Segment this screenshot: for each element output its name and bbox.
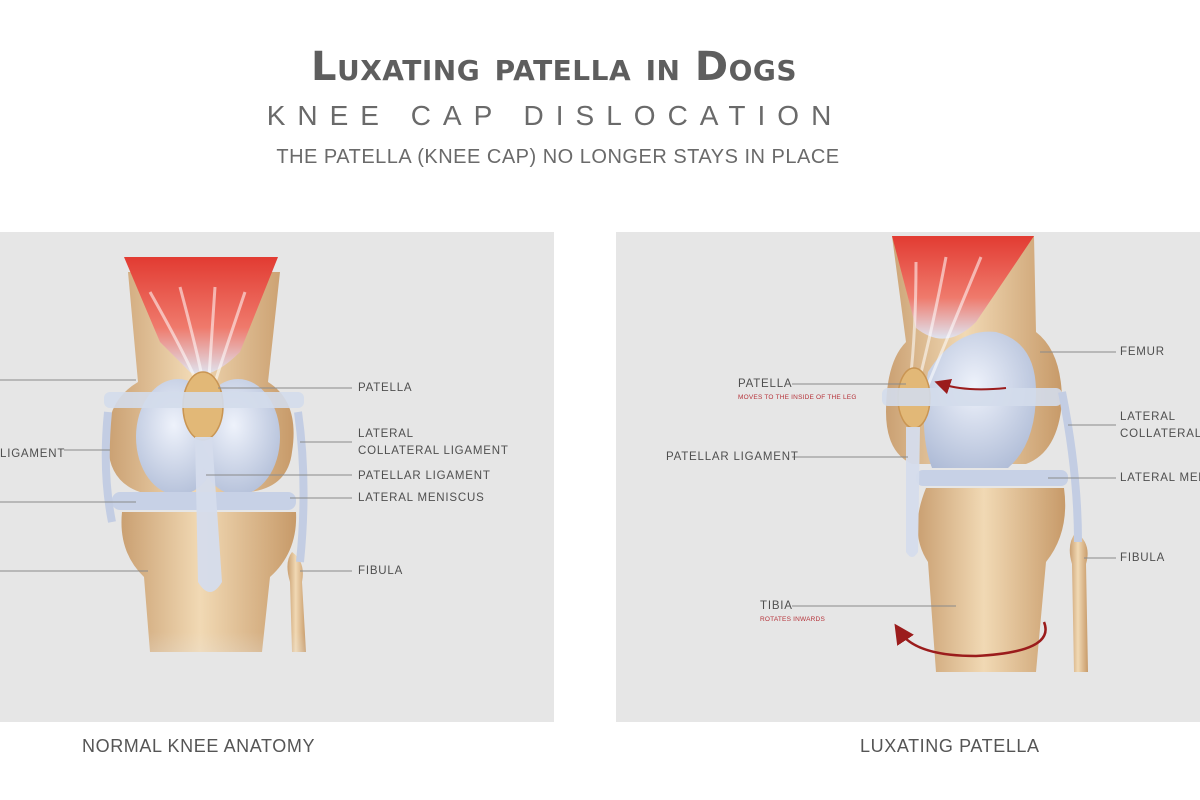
- label-fibula: FIBULA: [358, 565, 404, 577]
- luxating-knee-panel: FEMUR PATELLA MOVES TO THE INSIDE OF THE…: [616, 232, 1200, 722]
- label-fibula-r: FIBULA: [1120, 552, 1166, 564]
- caption-normal-knee: NORMAL KNEE ANATOMY: [82, 736, 316, 756]
- diagram-subtitle: KNEE CAP DISLOCATION: [266, 100, 844, 131]
- normal-knee-illustration: [0, 257, 554, 722]
- diagram-tagline: THE PATELLA (KNEE CAP) NO LONGER STAYS I…: [276, 146, 840, 168]
- label-collateral-r: COLLATERAL: [1120, 428, 1200, 440]
- luxating-knee-illustration: [792, 236, 1116, 672]
- label-lateral-meniscus-r: LATERAL MEN: [1120, 472, 1200, 484]
- label-femur: FEMUR: [1120, 346, 1165, 358]
- caption-luxating-patella: LUXATING PATELLA: [860, 736, 1040, 756]
- label-patellar-ligament: PATELLAR LIGAMENT: [358, 470, 491, 482]
- label-patella: PATELLA: [358, 382, 413, 394]
- label-lateral-r: LATERAL: [1120, 411, 1176, 423]
- label-tibia: TIBIA: [760, 600, 793, 612]
- diagram-title: Luxating patella in Dogs: [310, 44, 798, 90]
- label-collateral-ligament: COLLATERAL LIGAMENT: [358, 445, 509, 457]
- note-tibia-rotates: ROTATES INWARDS: [760, 616, 825, 623]
- label-lateral: LATERAL: [358, 428, 414, 440]
- normal-knee-panel: PATELLA LATERAL COLLATERAL LIGAMENT LIGA…: [0, 232, 554, 722]
- label-patellar-ligament-r: PATELLAR LIGAMENT: [666, 451, 799, 463]
- note-patella-moves: MOVES TO THE INSIDE OF THE LEG: [738, 394, 857, 401]
- label-patella-luxated: PATELLA: [738, 378, 793, 390]
- label-lateral-meniscus: LATERAL MENISCUS: [358, 492, 485, 504]
- label-ligament-partial: LIGAMENT: [0, 448, 66, 460]
